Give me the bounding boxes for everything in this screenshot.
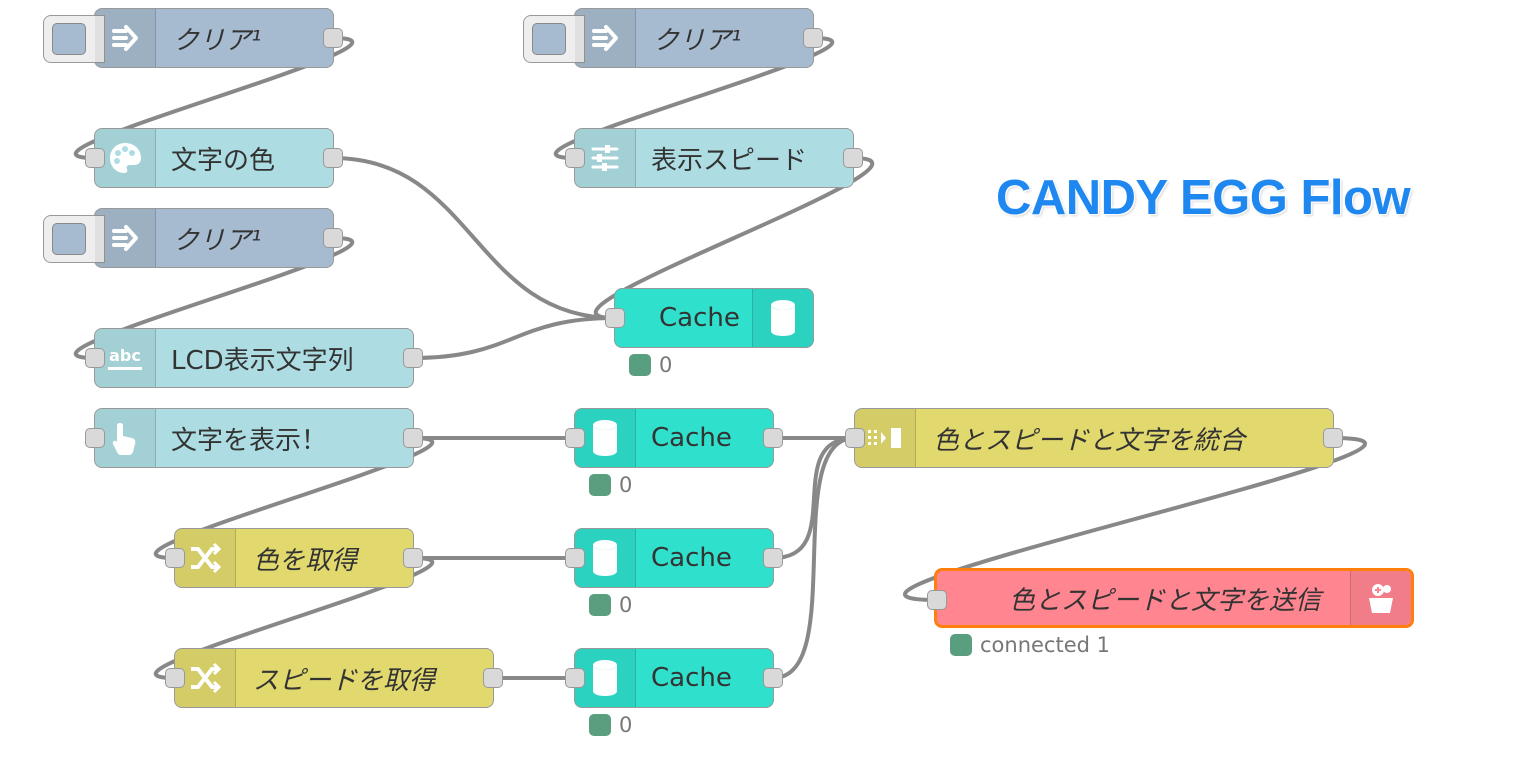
flow-title: CANDY EGG Flow	[996, 171, 1411, 225]
cache-node-1[interactable]: Cache	[565, 408, 783, 468]
input-port[interactable]	[565, 428, 585, 448]
status-dot-icon	[589, 594, 611, 616]
output-port[interactable]	[323, 148, 343, 168]
output-port[interactable]	[403, 548, 423, 568]
status-text: 0	[619, 593, 633, 617]
output-port[interactable]	[403, 428, 423, 448]
status-text: connected 1	[980, 633, 1110, 657]
abc-text-icon: abc	[95, 329, 156, 387]
wire-lcd-to-cacheTop[interactable]	[412, 316, 616, 360]
node-label: Cache	[651, 423, 732, 453]
cache-node-3[interactable]: Cache	[565, 648, 783, 708]
shuffle-icon	[175, 529, 236, 587]
node-label: 文字を表示！	[171, 425, 328, 456]
node-label: Cache	[659, 303, 740, 333]
node-label: 色を取得	[253, 545, 358, 576]
input-port[interactable]	[165, 668, 185, 688]
cylinder-icon	[575, 529, 636, 587]
status-indicator: 0	[589, 593, 632, 617]
input-port[interactable]	[565, 668, 585, 688]
join-node-merge[interactable]: 色とスピードと文字を統合	[845, 408, 1343, 468]
status-dot-icon	[589, 714, 611, 736]
cylinder-icon	[752, 289, 813, 347]
output-port[interactable]	[403, 348, 423, 368]
function-node-lcd-string[interactable]: abc LCD表示文字列	[85, 328, 423, 388]
output-port[interactable]	[763, 428, 783, 448]
pointing-hand-icon	[95, 409, 156, 467]
node-label: クリア¹	[653, 25, 742, 56]
output-port[interactable]	[803, 28, 823, 48]
node-label: 色とスピードと文字を送信	[1009, 585, 1322, 616]
join-icon	[855, 409, 916, 467]
arrow-right-icon	[95, 9, 156, 67]
inject-trigger-button[interactable]	[523, 15, 585, 63]
status-text: 0	[619, 713, 633, 737]
output-port[interactable]	[483, 668, 503, 688]
node-label: Cache	[651, 543, 732, 573]
input-port[interactable]	[927, 590, 947, 610]
input-port[interactable]	[85, 348, 105, 368]
change-node-get-speed[interactable]: スピードを取得	[165, 648, 503, 708]
node-label: 色とスピードと文字を統合	[933, 425, 1246, 456]
wire-cache2-to-merge[interactable]	[772, 436, 856, 560]
cache-node-2[interactable]: Cache	[565, 528, 783, 588]
node-label: LCD表示文字列	[171, 345, 354, 376]
cache-node-top[interactable]: Cache	[605, 288, 814, 348]
wire-color-to-cacheTop[interactable]	[332, 156, 616, 320]
inject-node-clear-2[interactable]: クリア¹	[523, 8, 823, 68]
shuffle-icon	[175, 649, 236, 707]
inject-node-clear-1[interactable]: クリア¹	[43, 8, 343, 68]
function-node-text-color[interactable]: 文字の色	[85, 128, 343, 188]
status-indicator: 0	[589, 473, 632, 497]
output-port[interactable]	[323, 228, 343, 248]
output-port[interactable]	[323, 28, 343, 48]
status-dot-icon	[589, 474, 611, 496]
inject-node-clear-3[interactable]: クリア¹	[43, 208, 343, 268]
status-dot-icon	[950, 634, 972, 656]
palette-icon	[95, 129, 156, 187]
input-port[interactable]	[605, 308, 625, 328]
input-port[interactable]	[565, 148, 585, 168]
node-label: Cache	[651, 663, 732, 693]
candy-egg-send-node[interactable]: 色とスピードと文字を送信	[927, 568, 1414, 628]
output-port[interactable]	[763, 548, 783, 568]
candy-egg-icon	[1350, 571, 1411, 625]
node-label: クリア¹	[173, 25, 262, 56]
node-label: 文字の色	[171, 145, 276, 176]
status-dot-icon	[629, 354, 651, 376]
status-indicator: 0	[629, 353, 672, 377]
input-port[interactable]	[845, 428, 865, 448]
input-port[interactable]	[165, 548, 185, 568]
input-port[interactable]	[85, 148, 105, 168]
input-port[interactable]	[85, 428, 105, 448]
function-node-show-text[interactable]: 文字を表示！	[85, 408, 423, 468]
status-indicator: 0	[589, 713, 632, 737]
inject-trigger-button[interactable]	[43, 215, 105, 263]
wire-cache3-to-merge[interactable]	[772, 436, 856, 680]
status-indicator: connected 1	[950, 633, 1110, 657]
output-port[interactable]	[763, 668, 783, 688]
status-text: 0	[659, 353, 673, 377]
cylinder-icon	[575, 649, 636, 707]
arrow-right-icon	[575, 9, 636, 67]
sliders-icon	[575, 129, 636, 187]
node-label: スピードを取得	[253, 665, 436, 696]
input-port[interactable]	[565, 548, 585, 568]
svg-text:abc: abc	[109, 346, 141, 365]
output-port[interactable]	[843, 148, 863, 168]
function-node-display-speed[interactable]: 表示スピード	[565, 128, 863, 188]
status-text: 0	[619, 473, 633, 497]
change-node-get-color[interactable]: 色を取得	[165, 528, 423, 588]
inject-trigger-button[interactable]	[43, 15, 105, 63]
node-label: 表示スピード	[651, 145, 808, 176]
node-label: クリア¹	[173, 225, 262, 256]
output-port[interactable]	[1323, 428, 1343, 448]
cylinder-icon	[575, 409, 636, 467]
arrow-right-icon	[95, 209, 156, 267]
